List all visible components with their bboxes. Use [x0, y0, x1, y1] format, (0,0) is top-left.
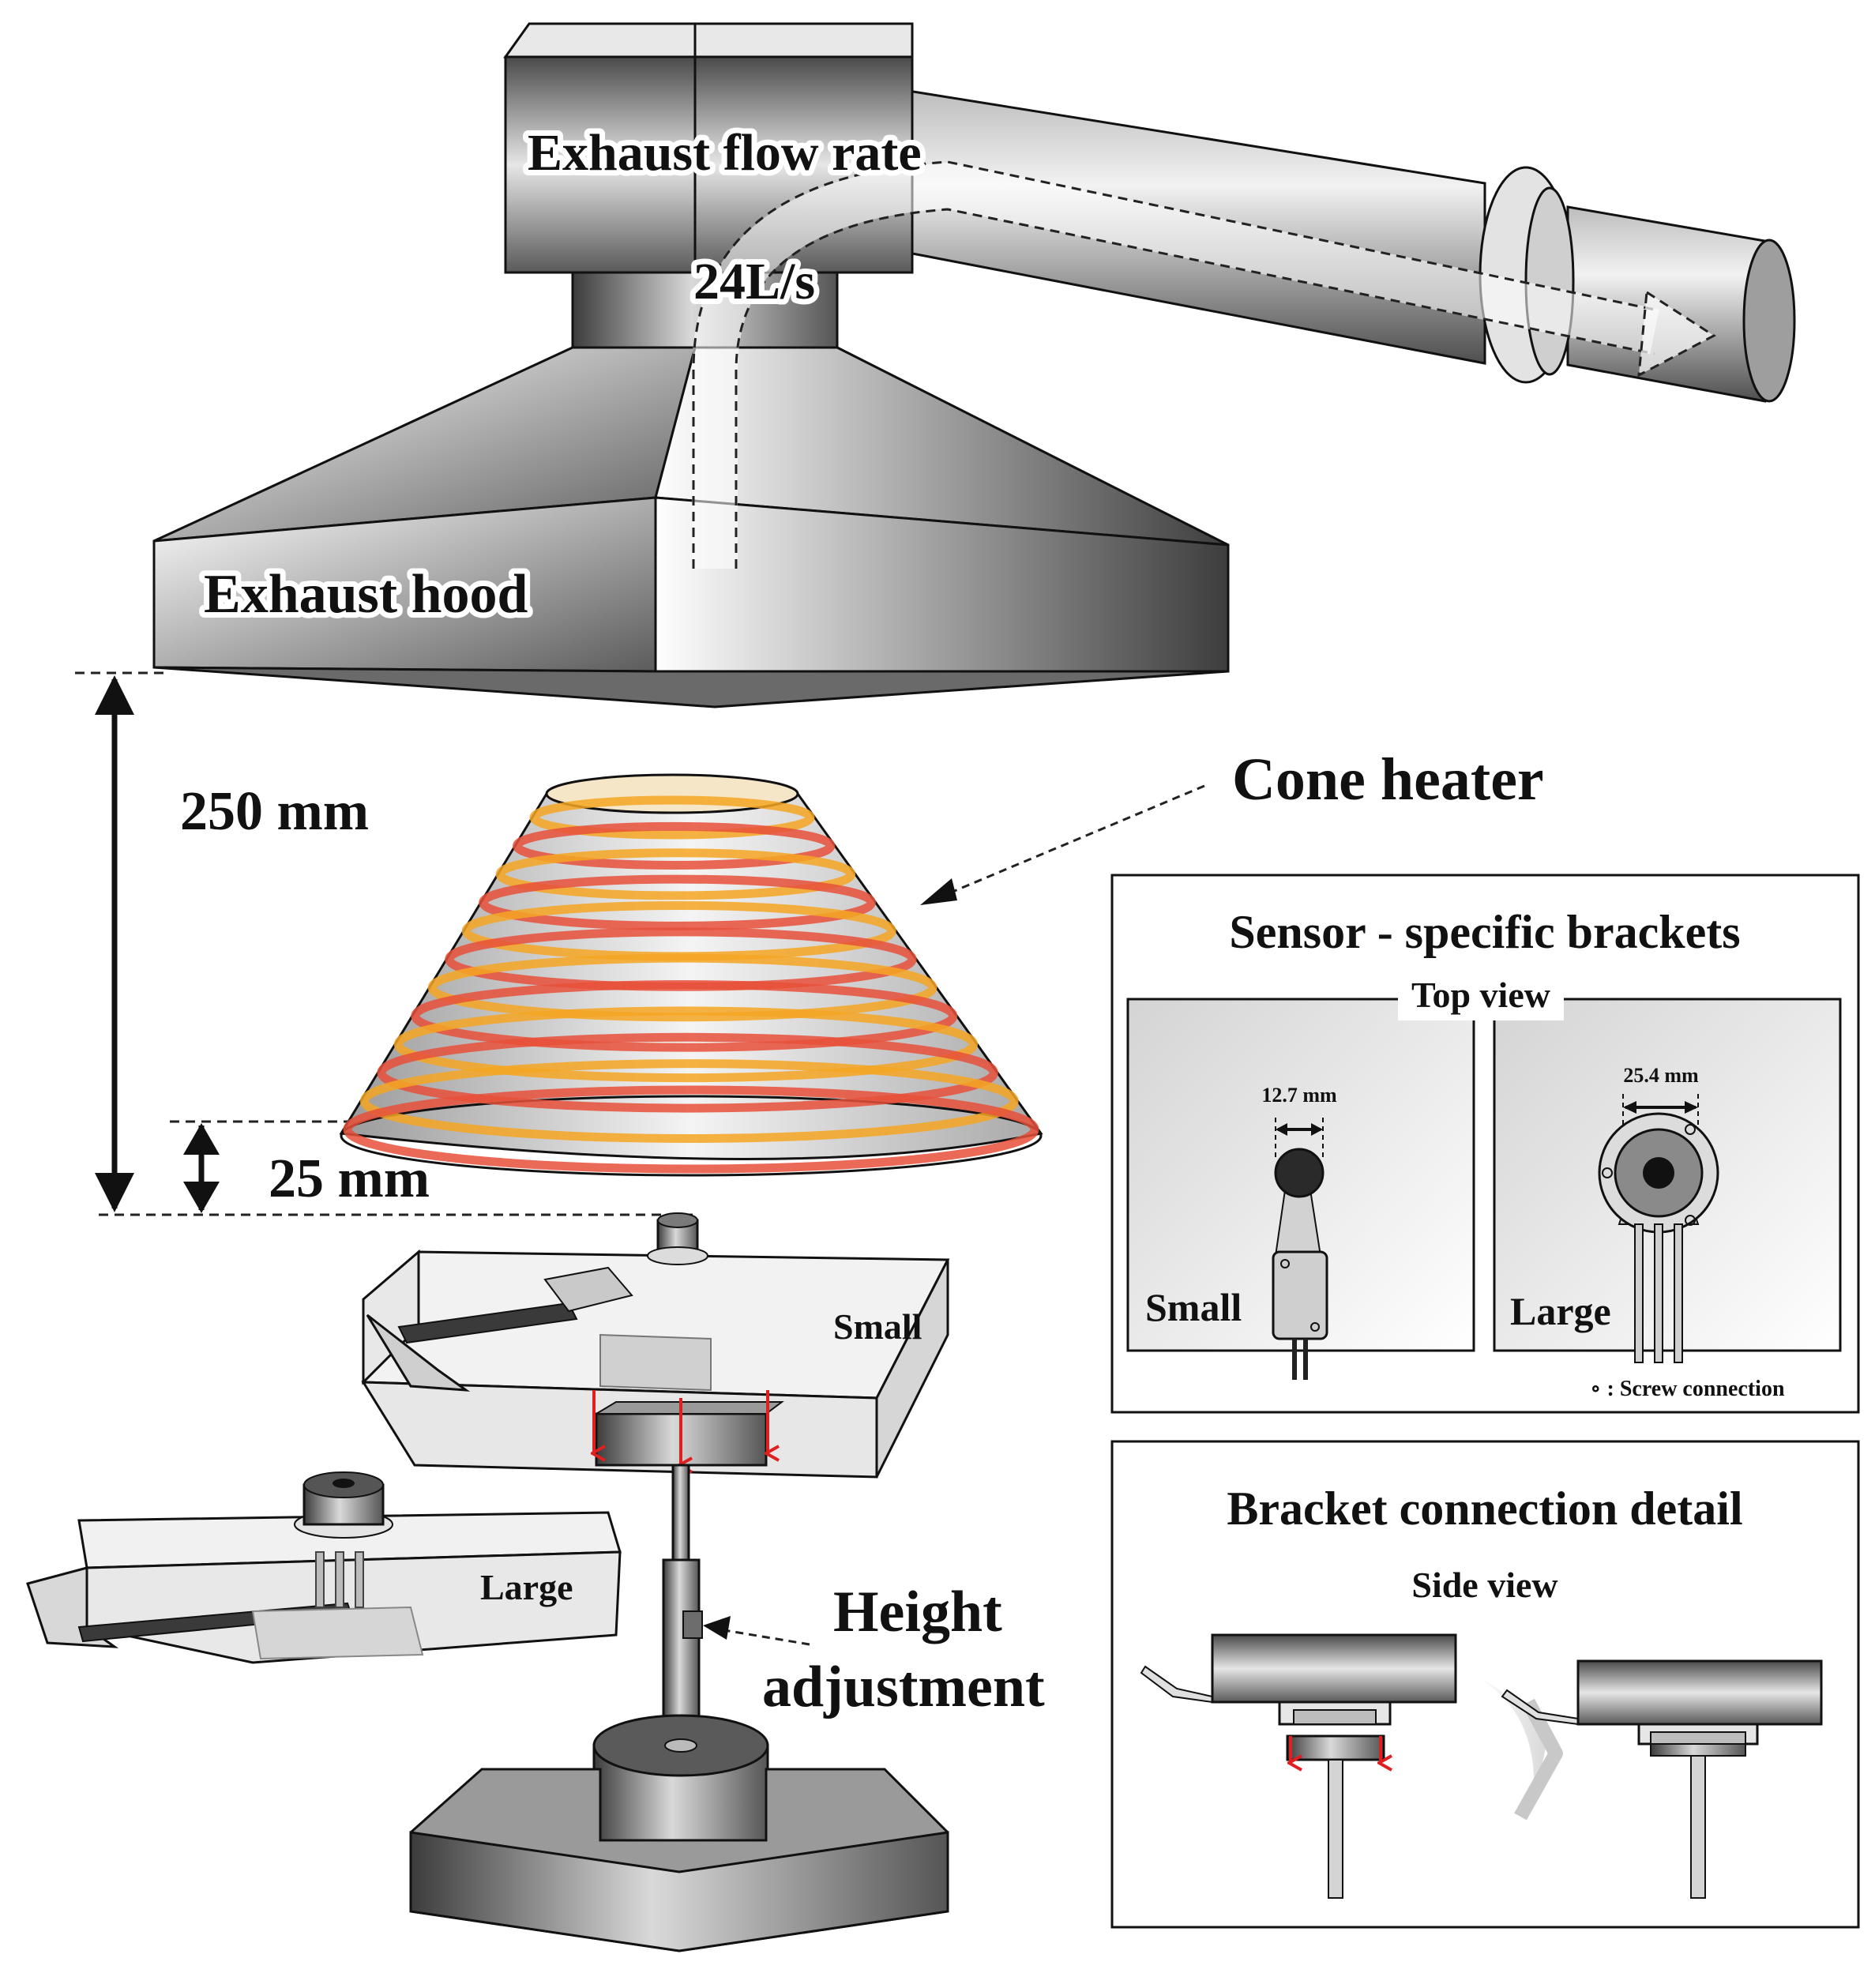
large-holder-label: Large [480, 1567, 573, 1607]
heater-coil-loop [377, 1032, 998, 1113]
connection-panel-subtitle: Side view [1411, 1565, 1557, 1605]
exhaust-flow-rate-label: Exhaust flow rate [528, 124, 922, 182]
sensor-brackets-panel [1110, 874, 1860, 1414]
heater-coil-loop [513, 821, 836, 870]
bracket-connection-panel [1110, 1440, 1860, 1929]
connection-before-drawing [1140, 1633, 1457, 1899]
brackets-panel-title: Sensor - specific brackets [1229, 906, 1740, 958]
exhaust-hood-label: Exhaust hood [204, 564, 528, 625]
heater-coil-loop [393, 1006, 979, 1083]
heater-coil-loop [495, 848, 856, 900]
mounting-stand [409, 1390, 949, 1952]
heater-coil-loop [529, 795, 815, 840]
heater-coil-loop [411, 980, 958, 1052]
heater-coil-loop [359, 1059, 1019, 1144]
exhaust-hood [152, 346, 1230, 708]
heater-coil-loop [479, 874, 876, 930]
heater-coil-loop [343, 1085, 1039, 1174]
large-bracket-label: Large [1510, 1289, 1611, 1333]
screw-connection-legend: ∘ : Screw connection [1590, 1377, 1785, 1401]
heater-coils [343, 795, 1039, 1174]
cone-heater-pointer [920, 784, 1205, 905]
heater-coil-loop [427, 953, 938, 1022]
small-bracket-drawing [1272, 1118, 1328, 1380]
large-bracket-drawing [1598, 1094, 1719, 1363]
small-holder-label: Small [833, 1306, 922, 1347]
small-diameter-label: 12.7 mm [1261, 1084, 1337, 1107]
large-diameter-label: 25.4 mm [1623, 1064, 1699, 1087]
brackets-panel-subtitle: Top view [1411, 975, 1550, 1015]
height-adjustment-label-2: adjustment [762, 1655, 1045, 1719]
large-bracket-holder [26, 1471, 622, 1664]
connection-panel-title: Bracket connection detail [1227, 1483, 1742, 1535]
flow-value-label: 24L/s [693, 253, 815, 310]
cone-heater [339, 773, 1043, 1177]
height-adjustment-pointer [703, 1616, 810, 1646]
dimension-250-label: 250 mm [180, 781, 369, 842]
small-bracket-label: Small [1145, 1285, 1242, 1329]
dimension-lines [75, 671, 695, 1216]
exhaust-flow-arrow [692, 160, 1716, 569]
height-adjustment-label-1: Height [833, 1580, 1002, 1644]
cone-heater-label: Cone heater [1232, 746, 1544, 813]
connection-after-drawing [1501, 1659, 1823, 1899]
